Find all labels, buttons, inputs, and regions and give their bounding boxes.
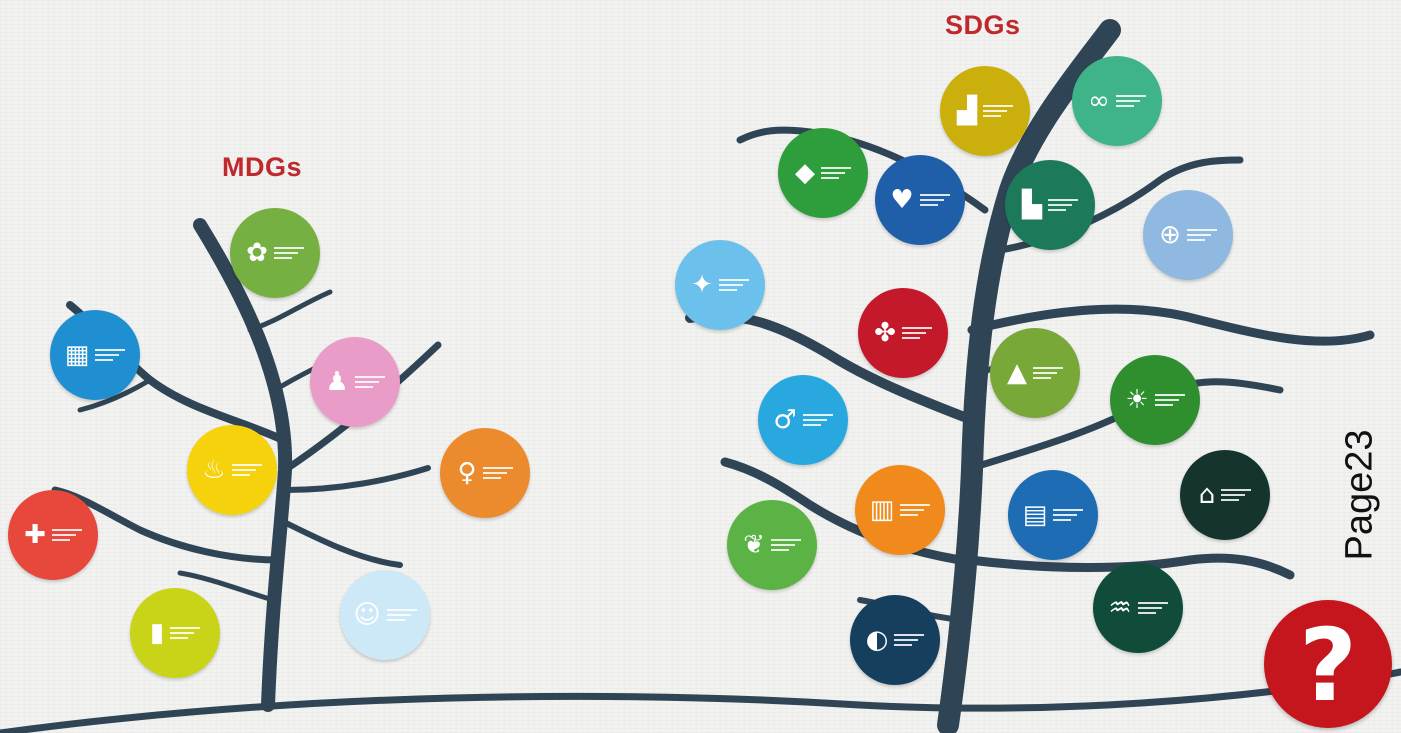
sdg-sustainable-cities-label-lines	[1048, 199, 1078, 211]
sdg-quality-education-circle: ▤	[1008, 470, 1098, 560]
mdg-partnership-label-lines	[95, 349, 126, 361]
sdg-life-on-land-icon: ❦	[743, 530, 765, 560]
sdg-clean-water-circle: ♒	[1093, 563, 1183, 653]
question-mark-icon: ?	[1298, 607, 1357, 724]
mdg-maternal-health-circle: ♟	[310, 337, 400, 427]
sdg-climate-action-circle: ▲	[990, 328, 1080, 418]
mdg-child-mortality-icon: ☺	[353, 600, 381, 630]
mdg-disease-circle: ✚	[8, 490, 98, 580]
sdg-partnerships-icon: ✤	[874, 318, 896, 348]
sdg-consumption-production-icon: ∞	[1088, 86, 1110, 116]
sdg-gender-equality-label-lines	[802, 414, 833, 426]
sdg-industry-innovation-label-lines	[983, 105, 1013, 117]
mdg-gender-equality-circle: ♀	[440, 428, 530, 518]
mdg-partnership-icon: ▦	[64, 340, 90, 370]
sdg-no-poverty-circle: ⌂	[1180, 450, 1270, 540]
sdg-clean-energy-circle: ☀	[1110, 355, 1200, 445]
sdg-reduced-inequalities-icon: ⊕	[1159, 220, 1181, 250]
sdg-quality-education-icon: ▤	[1022, 500, 1048, 530]
sdg-peace-justice-icon: ✦	[691, 270, 713, 300]
sdg-partnerships-circle: ✤	[858, 288, 948, 378]
mdg-child-mortality-label-lines	[386, 609, 417, 621]
sdg-life-below-water-icon: ◆	[795, 158, 815, 188]
sdg-clean-water-label-lines	[1137, 602, 1168, 614]
page-number-label: Page23	[1338, 429, 1381, 561]
mdg-environment-label-lines	[273, 247, 304, 259]
mdg-education-icon: ♨	[202, 455, 226, 485]
mdg-gender-equality-icon: ♀	[457, 458, 477, 488]
sdg-no-poverty-icon: ⌂	[1198, 480, 1216, 510]
mdg-environment-circle: ✿	[230, 208, 320, 298]
mdg-poverty-hunger-label-lines	[170, 627, 201, 639]
sdg-reduced-inequalities-circle: ⊕	[1143, 190, 1233, 280]
sdg-life-below-water-label-lines	[821, 167, 851, 179]
mdg-child-mortality-circle: ☺	[340, 570, 430, 660]
sdg-industry-innovation-circle: ▟	[940, 66, 1030, 156]
sdg-life-below-water-circle: ◆	[778, 128, 868, 218]
sdg-decent-work-circle: ▥	[855, 465, 945, 555]
mdg-environment-icon: ✿	[246, 238, 268, 268]
sdgs-title: SDGs	[945, 10, 1021, 40]
sdg-good-health-label-lines	[919, 194, 950, 206]
mdg-gender-equality-label-lines	[482, 467, 513, 479]
sdg-consumption-production-label-lines	[1115, 95, 1146, 107]
mdgs-title: MDGs	[222, 152, 303, 182]
sdg-gender-equality-circle: ♂	[758, 375, 848, 465]
help-button[interactable]: ?	[1264, 600, 1392, 728]
mdg-poverty-hunger-circle: ▮	[130, 588, 220, 678]
sdg-climate-action-label-lines	[1033, 367, 1063, 379]
mdg-maternal-health-icon: ♟	[325, 367, 349, 397]
sdg-no-poverty-label-lines	[1221, 489, 1252, 501]
sdg-clean-energy-icon: ☀	[1125, 385, 1149, 415]
sdg-partnerships-label-lines	[901, 327, 932, 339]
sdg-sustainable-cities-circle: ▙	[1005, 160, 1095, 250]
sdg-consumption-production-circle: ∞	[1072, 56, 1162, 146]
sdg-clean-energy-label-lines	[1154, 394, 1185, 406]
sdg-good-health-icon: ♥	[890, 185, 914, 215]
sdg-life-on-land-circle: ❦	[727, 500, 817, 590]
mdg-disease-label-lines	[51, 529, 82, 541]
mdg-poverty-hunger-icon: ▮	[149, 618, 165, 648]
sdg-zero-hunger-icon: ◐	[865, 625, 889, 655]
ground-line	[0, 668, 1401, 733]
mdg-education-label-lines	[231, 464, 262, 476]
sdg-good-health-circle: ♥	[875, 155, 965, 245]
sdg-quality-education-label-lines	[1053, 509, 1084, 521]
sdg-decent-work-label-lines	[900, 504, 931, 516]
sdg-peace-justice-circle: ✦	[675, 240, 765, 330]
mdg-maternal-health-label-lines	[354, 376, 385, 388]
sdg-gender-equality-icon: ♂	[773, 405, 797, 435]
sdg-clean-water-icon: ♒	[1108, 593, 1132, 623]
mdg-disease-icon: ✚	[24, 520, 46, 550]
sdg-life-on-land-label-lines	[770, 539, 801, 551]
sdg-peace-justice-label-lines	[718, 279, 749, 291]
sdg-decent-work-icon: ▥	[869, 495, 895, 525]
sdg-sustainable-cities-icon: ▙	[1022, 190, 1042, 220]
sdg-zero-hunger-circle: ◐	[850, 595, 940, 685]
mdg-partnership-circle: ▦	[50, 310, 140, 400]
sdg-zero-hunger-label-lines	[894, 634, 925, 646]
sdg-climate-action-icon: ▲	[1007, 358, 1027, 388]
sdg-reduced-inequalities-label-lines	[1186, 229, 1217, 241]
mdg-education-circle: ♨	[187, 425, 277, 515]
sdg-industry-innovation-icon: ▟	[957, 96, 977, 126]
